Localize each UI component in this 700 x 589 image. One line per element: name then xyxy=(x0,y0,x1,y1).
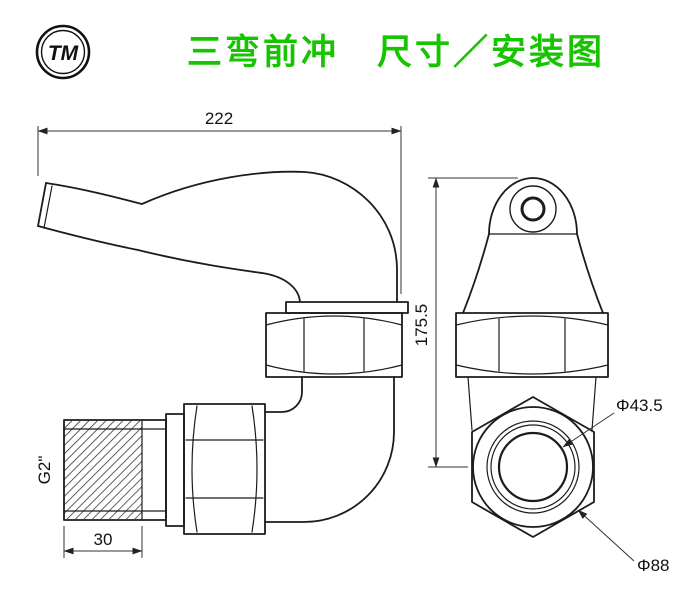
body-top-outline xyxy=(45,170,398,303)
spout-tip-cap xyxy=(37,182,47,227)
outlet-circle-ring-2 xyxy=(490,424,576,510)
male-thread-hatch xyxy=(64,421,142,519)
front-union-nut xyxy=(455,312,609,378)
front-union-nut-chamfer-bottom xyxy=(455,364,609,375)
front-union-nut-chamfer-top xyxy=(455,315,609,326)
body-bottom-outline xyxy=(37,225,301,303)
upper-collar xyxy=(285,301,409,314)
male-thread-body xyxy=(63,419,167,521)
dim-label-height: 175.5 xyxy=(412,304,431,347)
thread-collar xyxy=(165,413,185,527)
front-view xyxy=(455,177,609,538)
bracket-hole xyxy=(520,196,546,222)
spout-tip-rim xyxy=(43,185,53,229)
side-view xyxy=(37,170,409,535)
page-title: 三弯前冲 尺寸／安装图 xyxy=(186,32,605,72)
tm-logo: TM xyxy=(35,24,91,80)
dim-label-thread-length: 30 xyxy=(94,530,113,549)
outlet-hexagon xyxy=(471,396,595,538)
leader-outer-diameter xyxy=(577,509,635,562)
dimension-width-222 xyxy=(37,126,402,294)
leader-line xyxy=(577,509,635,562)
outlet-circle-bore xyxy=(497,431,569,503)
thread-size-label: G2" xyxy=(35,456,54,485)
union-nut-lower xyxy=(183,403,266,535)
bracket-dome xyxy=(488,177,578,235)
dimension-thread-30 xyxy=(63,526,143,558)
dimension-height-175-5 xyxy=(428,177,518,468)
logo-outer-circle xyxy=(35,24,91,80)
outlet-circle-outer xyxy=(472,406,594,528)
bracket-flare-right xyxy=(576,233,604,314)
union-nut-lower-chamfer-left xyxy=(191,405,198,533)
union-nut-lower-chamfer-right xyxy=(251,405,258,533)
front-transition-right xyxy=(591,376,597,431)
logo-inner-circle xyxy=(40,29,86,75)
bracket-hole-boss xyxy=(509,185,557,233)
leader-inner-diameter xyxy=(562,412,615,448)
elbow-inner-wall xyxy=(264,376,303,413)
elbow-outer-wall xyxy=(264,376,395,523)
dim-label-width: 222 xyxy=(205,109,233,128)
union-nut-upper xyxy=(265,312,403,378)
dim-label-outer-diameter: Φ88 xyxy=(637,556,669,575)
dim-label-inner-diameter: Φ43.5 xyxy=(616,396,663,415)
outlet-circle-ring-1 xyxy=(486,420,580,514)
header: TM 三弯前冲 尺寸／安装图 xyxy=(0,0,700,104)
bracket-flare-left xyxy=(462,233,490,314)
leader-line xyxy=(562,412,615,448)
union-nut-upper-chamfer-top xyxy=(265,315,403,326)
logo-text: TM xyxy=(48,42,79,65)
union-nut-upper-chamfer-bottom xyxy=(265,364,403,375)
front-transition-left xyxy=(467,376,473,431)
